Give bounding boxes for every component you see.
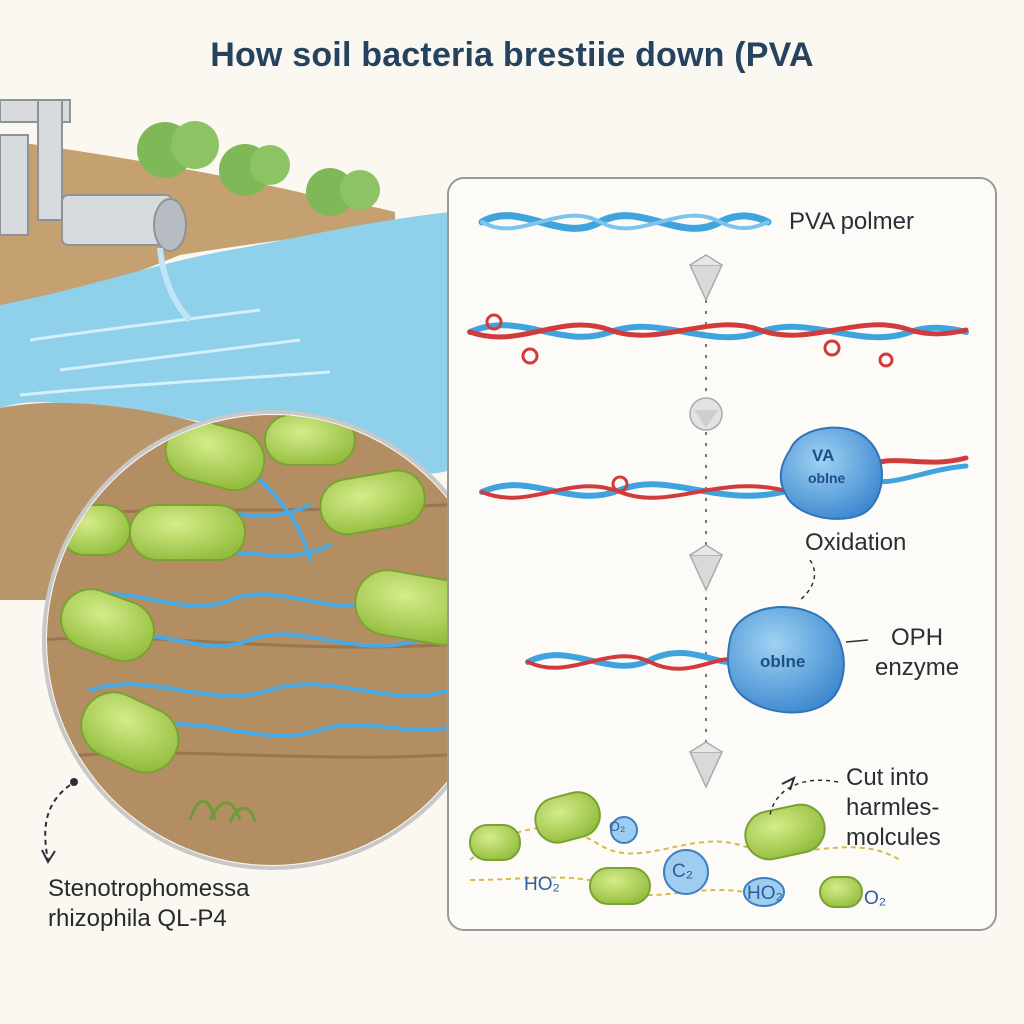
water-highlight [19, 308, 331, 397]
pva-polymer-label: PVA polmer [789, 208, 914, 235]
chem-o2-right: O₂ [864, 888, 887, 909]
cut-label: Cut into harmles- molcules [846, 763, 941, 853]
oxidation-blob [779, 426, 883, 520]
species-label-line2: rhizophila QL-P4 [48, 905, 227, 932]
enzyme-blob-text: oblne [760, 652, 806, 671]
oxidized-chain [467, 313, 969, 368]
step-arrow-2 [689, 397, 723, 431]
enzyme-chain [525, 649, 743, 671]
process-panel [447, 177, 997, 931]
oxidation-blob-text-top: VA [812, 446, 835, 465]
species-callout-line [44, 784, 71, 861]
product-trail [469, 826, 901, 861]
oph-enzyme-label: OPH enzyme [875, 623, 959, 683]
chem-ho2-left: HO₂ [524, 874, 560, 895]
step-arrow-4 [688, 741, 724, 789]
water-body [0, 212, 450, 475]
product-bacteria [469, 791, 863, 908]
soil-bacteria [59, 415, 476, 774]
grass-tuft [188, 799, 257, 823]
cut-label-line3: molcules [846, 824, 941, 851]
oph-enzyme-blob [727, 606, 845, 714]
step-arrow-3 [688, 544, 724, 592]
oxidation-blob-text-bottom: oblne [808, 470, 846, 486]
pva-polymer-chain [478, 212, 772, 232]
chem-o2-small: O₂ [609, 818, 626, 834]
species-label-line1: Stenotrophomessa [48, 875, 250, 902]
product-molecules [610, 816, 785, 907]
step-arrow-1 [688, 254, 724, 302]
species-label: Stenotrophomessa rhizophila QL-P4 [48, 874, 249, 934]
chem-c2: C₂ [672, 861, 694, 882]
trees [137, 121, 380, 216]
enzyme-callout [845, 639, 869, 643]
oph-enzyme-label-line1: OPH [891, 624, 944, 651]
cut-callout-arrow [769, 779, 839, 816]
magnified-soil-view [41, 410, 543, 870]
cut-label-line1: Cut into [846, 764, 929, 791]
chem-ho2-right: HO₂ [747, 883, 783, 904]
oxidation-callout [799, 559, 816, 601]
cut-label-line2: harmles- [846, 794, 940, 821]
drainage-pipes [0, 99, 193, 323]
soil-bank-top [0, 140, 395, 310]
oxidation-label: Oxidation [805, 529, 907, 556]
page-title: How soil bacteria brestiie down (PVA [210, 36, 814, 74]
oph-enzyme-label-line2: enzyme [875, 654, 960, 681]
